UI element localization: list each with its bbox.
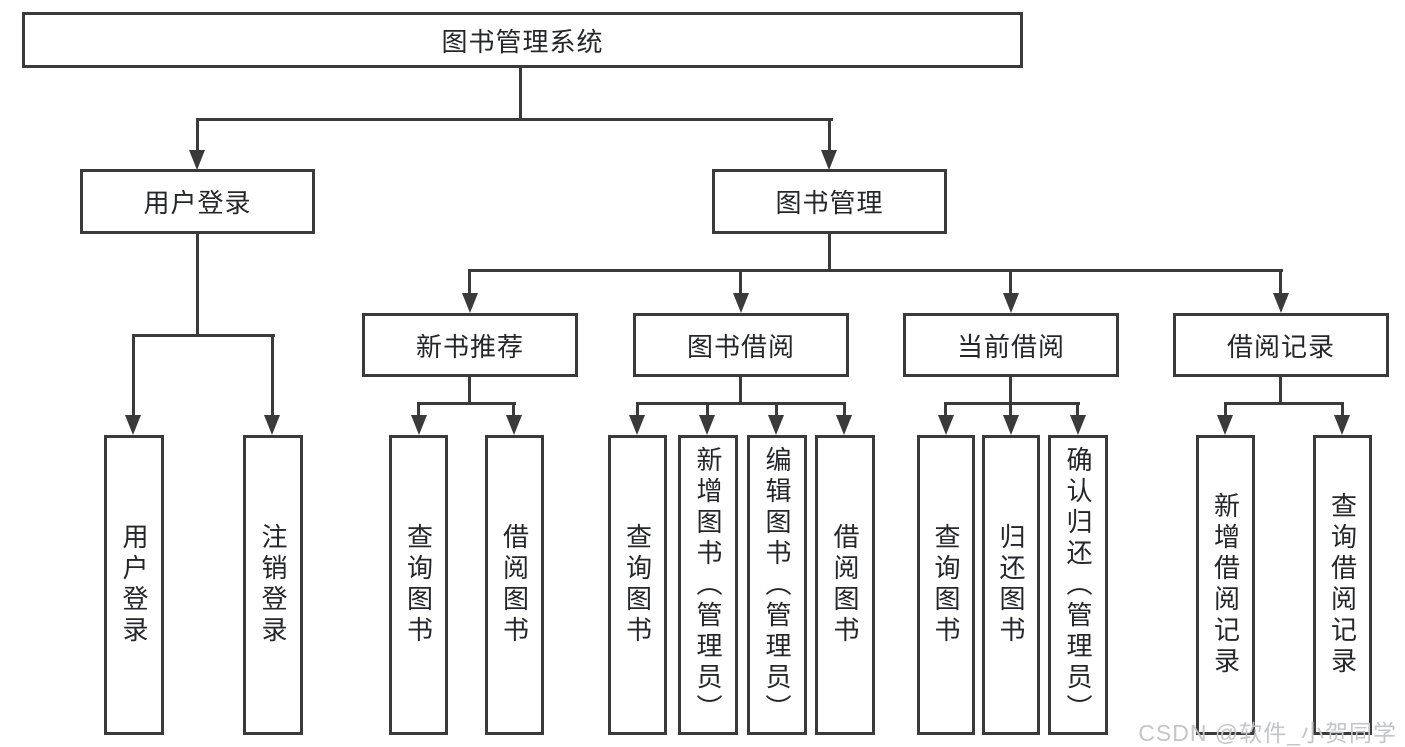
leaf-logout-label: 注销登录 — [258, 523, 288, 647]
leaf-return-books: 归还图书 — [982, 435, 1040, 735]
node-root-label: 图书管理系统 — [441, 26, 604, 57]
connector-root-stem — [519, 65, 522, 121]
connector-current-borrow-rail — [944, 402, 1080, 405]
leaf-add-books-admin: 新增图书（管理员） — [678, 435, 738, 735]
node-borrowing-records: 借阅记录 — [1173, 313, 1389, 377]
node-new-book-recommend: 新书推荐 — [362, 313, 578, 377]
connector-nb-leaf2-drop — [512, 402, 515, 417]
arrowhead-leaf-logout-icon — [264, 415, 280, 435]
connector-current-borrow-drop — [1009, 269, 1012, 296]
leaf-add-borrow-record: 新增借阅记录 — [1196, 435, 1255, 735]
leaf-query-books-1: 查询图书 — [389, 435, 448, 735]
leaf-query-books-3-label: 查询图书 — [931, 523, 961, 647]
arrowhead-user-login-icon — [189, 150, 205, 170]
connector-borrow-record-rail — [1224, 402, 1344, 405]
arrowhead-leaf-login-icon — [125, 415, 141, 435]
connector-book-borrow-drop — [739, 269, 742, 296]
connector-bb-leaf3-drop — [775, 402, 778, 417]
leaf-return-books-label: 归还图书 — [996, 523, 1026, 647]
arrowhead-cb-leaf3-icon — [1070, 415, 1086, 435]
leaf-edit-books-admin: 编辑图书（管理员） — [747, 435, 807, 735]
node-new-book-recommend-label: 新书推荐 — [415, 331, 524, 362]
connector-user-login-rail — [132, 334, 275, 337]
arrowhead-cb-leaf1-icon — [938, 415, 954, 435]
connector-book-management-stem — [828, 233, 831, 272]
arrowhead-new-book-icon — [462, 293, 478, 313]
leaf-query-books-1-label: 查询图书 — [403, 523, 434, 647]
node-book-management: 图书管理 — [712, 169, 947, 234]
leaf-query-books-2: 查询图书 — [608, 435, 667, 735]
connector-user-login-drop — [196, 118, 199, 152]
arrowhead-br-leaf2-icon — [1334, 415, 1350, 435]
leaf-query-borrow-record: 查询借阅记录 — [1313, 435, 1372, 735]
leaf-borrow-books-1: 借阅图书 — [485, 435, 544, 735]
arrowhead-book-management-icon — [821, 150, 837, 170]
leaf-query-books-2-label: 查询图书 — [622, 523, 653, 647]
leaf-add-borrow-record-label: 新增借阅记录 — [1210, 492, 1241, 678]
connector-borrow-record-stem — [1279, 376, 1282, 405]
arrowhead-bb-leaf2-icon — [699, 415, 715, 435]
connector-book-borrow-rail — [636, 402, 846, 405]
connector-cb-leaf2-drop — [1009, 402, 1012, 417]
leaf-user-login-label: 用户登录 — [119, 523, 149, 647]
arrowhead-borrow-record-icon — [1273, 293, 1289, 313]
node-book-management-label: 图书管理 — [775, 188, 884, 218]
connector-book-borrow-stem — [739, 376, 742, 405]
leaf-confirm-return-admin-label: 确认归还（管理员） — [1063, 445, 1093, 725]
connector-br-leaf1-drop — [1224, 402, 1227, 417]
arrowhead-current-borrow-icon — [1003, 293, 1019, 313]
leaf-borrow-books-2: 借阅图书 — [815, 435, 875, 735]
connector-bb-leaf4-drop — [843, 402, 846, 417]
node-book-borrowing: 图书借阅 — [633, 313, 849, 377]
node-root-system: 图书管理系统 — [22, 12, 1023, 68]
leaf-borrow-books-1-label: 借阅图书 — [499, 523, 530, 647]
connector-cb-leaf1-drop — [944, 402, 947, 417]
connector-current-borrow-stem — [1009, 376, 1012, 405]
connector-br-leaf2-drop — [1341, 402, 1344, 417]
connector-user-login-stem — [196, 233, 199, 337]
connector-new-book-drop — [468, 269, 471, 296]
leaf-query-borrow-record-label: 查询借阅记录 — [1327, 492, 1358, 678]
node-book-borrowing-label: 图书借阅 — [686, 331, 795, 362]
leaf-logout: 注销登录 — [243, 435, 303, 735]
connector-cb-leaf3-drop — [1076, 402, 1079, 417]
leaf-query-books-3: 查询图书 — [917, 435, 975, 735]
connector-bb-leaf2-drop — [706, 402, 709, 417]
leaf-confirm-return-admin: 确认归还（管理员） — [1048, 435, 1108, 735]
arrowhead-nb-leaf2-icon — [506, 415, 522, 435]
leaf-edit-books-admin-label: 编辑图书（管理员） — [762, 445, 792, 725]
leaf-borrow-books-2-label: 借阅图书 — [830, 523, 860, 647]
connector-level3-rail — [468, 269, 1283, 272]
arrowhead-nb-leaf1-icon — [411, 415, 427, 435]
node-current-borrowing-label: 当前借阅 — [956, 331, 1065, 362]
node-user-login-label: 用户登录 — [143, 188, 252, 218]
csdn-watermark: CSDN @软件_小贺同学 — [1138, 720, 1397, 746]
connector-nb-leaf1-drop — [417, 402, 420, 417]
node-borrowing-records-label: 借阅记录 — [1226, 331, 1335, 362]
connector-book-management-drop — [828, 118, 831, 152]
leaf-user-login: 用户登录 — [104, 435, 164, 735]
arrowhead-br-leaf1-icon — [1217, 415, 1233, 435]
node-user-login: 用户登录 — [80, 169, 315, 234]
connector-leaf-logout-drop — [271, 334, 274, 418]
leaf-add-books-admin-label: 新增图书（管理员） — [693, 445, 723, 725]
arrowhead-book-borrow-icon — [733, 293, 749, 313]
connector-new-book-rail — [417, 402, 516, 405]
node-current-borrowing: 当前借阅 — [903, 313, 1119, 377]
arrowhead-bb-leaf3-icon — [768, 415, 784, 435]
arrowhead-bb-leaf4-icon — [836, 415, 852, 435]
arrowhead-bb-leaf1-icon — [629, 415, 645, 435]
arrowhead-cb-leaf2-icon — [1003, 415, 1019, 435]
connector-level2-rail — [196, 118, 833, 121]
connector-new-book-stem — [468, 376, 471, 405]
connector-bb-leaf1-drop — [636, 402, 639, 417]
connector-borrow-record-drop — [1279, 269, 1282, 296]
connector-leaf-login-drop — [132, 334, 135, 418]
